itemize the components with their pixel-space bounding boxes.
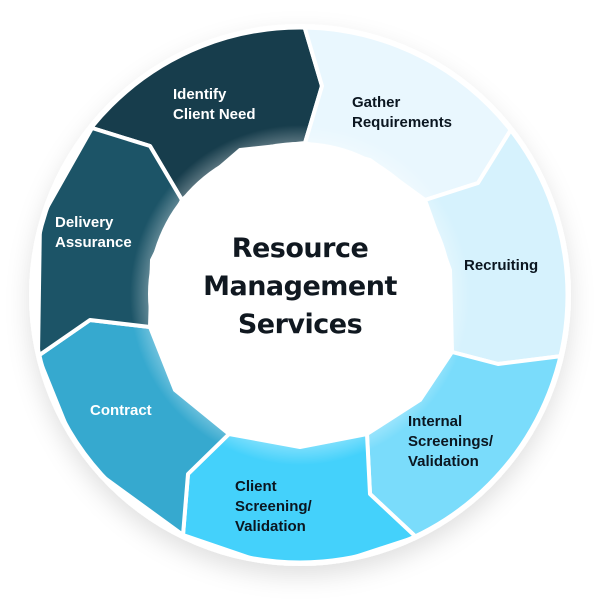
label-delivery-assurance: Delivery Assurance	[55, 214, 132, 251]
label-identify-client-need: Identify Client Need	[173, 86, 256, 123]
label-gather-requirements: Gather Requirements	[352, 94, 453, 131]
label-client-screening: Client Screening/ Validation	[235, 478, 312, 535]
center-hub	[148, 142, 452, 446]
label-internal-screenings: Internal Screenings/ Validation	[408, 413, 494, 470]
label-contract: Contract	[90, 402, 152, 419]
outer-outline	[31, 26, 569, 564]
center-title-line-2: Management	[203, 271, 397, 302]
center-title-line-1: Resource	[231, 233, 369, 264]
center-title: Resource Management Services	[150, 230, 450, 344]
center-title-line-3: Services	[237, 309, 363, 340]
label-recruiting: Recruiting	[464, 257, 539, 274]
